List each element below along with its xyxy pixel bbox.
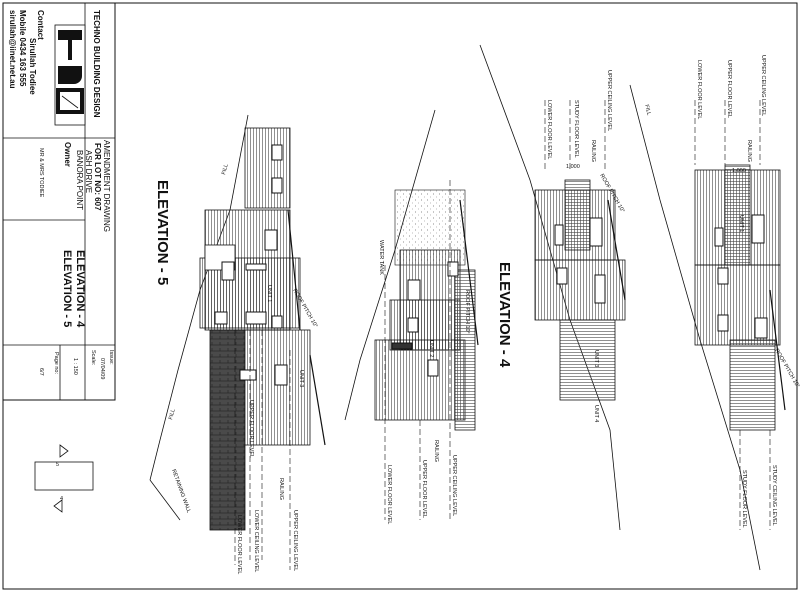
upper-floor-level-label: UPPER FLOOR LEVEL [248,400,254,458]
issue-value: 07/04/09 [99,358,105,379]
unit-3-label: UNIT 3 [298,370,304,387]
lower-floor-level-label: LOWER FLOOR LEVEL [696,60,702,119]
elevation-4-title: ELEVATION - 4 [496,262,513,368]
water-tank-label: WATER TANK [378,240,384,275]
roof-pitch-label: ROOF PITCH 10° [464,290,470,334]
project-line-3: ASH DRIVE [84,150,93,193]
page-value: 6/7 [38,368,44,376]
key-plan: 5 4 [34,444,94,513]
retaining-wall [209,329,246,531]
lower-floor-level-label: LOWER FLOOR LEVEL [546,100,552,159]
scale-label: Scale: [90,350,96,366]
upper-ceiling-level-label: UPPER CEILING LEVEL [760,55,766,116]
project-line-2: FOR LOT NO: 607 [93,143,102,211]
sheet-title-2: ELEVATION - 5 [61,250,73,327]
owner-label: Owner [63,142,72,167]
study-floor-level-label: STUDY FLOOR LEVEL [573,100,579,158]
unit-2-label: UNIT 2 [428,340,434,357]
elevation-5-drawing: ELEVATION - 5 FILL FILL RETAINING WAL [149,114,326,574]
issue-label: Issue: [108,350,114,365]
view-arrow-icon [59,444,69,458]
unit-3-label: UNIT 3 [593,350,599,367]
company-logo [54,24,86,126]
contact-name: Sirullah Todiee [28,38,37,95]
lower-ceiling-level-label: LOWER CEILING LEVEL [253,510,259,572]
dim-1000: 1,000 [566,164,580,170]
study-floor-level-label: STUDY FLOOR LEVEL [741,470,747,528]
upper-ceiling-level-label: UPPER CEILING LEVEL [606,70,612,131]
railing-label: RAILING [278,478,284,500]
view-arrow-icon [53,499,63,513]
contact-email: sirullah@iinet.net.au [8,10,17,89]
page-label: Page no: [53,352,59,374]
railing-label: RAILING [746,140,752,162]
contact-mobile: Mobile 0434 163 555 [18,10,27,87]
lower-floor-level-label: LOWER FLOOR LEVEL [236,515,242,574]
elevation-5-title: ELEVATION - 5 [154,180,171,285]
scale-value: 1 : 150 [72,358,78,375]
owner-name: MR & MRS TODIEE [38,148,44,198]
elevation-4-drawing: ELEVATION - 4 [344,44,800,571]
contact-label: Contact [36,10,45,40]
fill-label: FILL [168,408,177,420]
upper-floor-level-label: UPPER FLOOR LEVEL [726,60,732,118]
railing-label: RAILING [433,440,439,462]
lower-floor-level-label: LOWER FLOOR LEVEL [386,465,392,524]
retaining-wall-label: RETAINING WALL [170,469,191,514]
key-mark-5: 5 [56,462,59,468]
sheet-title-1: ELEVATION - 4 [74,250,86,328]
roof-pitch-label: ROOF PITCH 10° [773,348,800,389]
key-mark-4: 4 [60,496,63,502]
study-ceiling-level-label: STUDY CEILING LEVEL [771,465,777,526]
dim-1000: 1,000 [732,168,746,174]
project-line-4: BANORA POINT [75,150,84,210]
project-line-1: AMENDMENT DRAWING [102,140,111,232]
upper-floor-level-label: UPPER FLOOR LEVEL [421,460,427,518]
fill-label: FILL [221,163,230,175]
unit-1-label: UNIT 1 [266,285,272,302]
unit-1-label: UNIT 1 [738,215,744,232]
unit-4-label: UNIT 4 [593,405,599,422]
railing-label: RAILING [590,140,596,162]
upper-ceiling-level-label: UPPER CEILING LEVEL [451,455,457,516]
fill-label: FILL [643,104,652,116]
company-name: TECHNO BUILDING DESIGN [92,10,101,118]
title-block: TECHNO BUILDING DESIGN Contact Sirullah … [2,2,116,401]
upper-ceiling-level-label: UPPER CEILING LEVEL [292,510,298,571]
